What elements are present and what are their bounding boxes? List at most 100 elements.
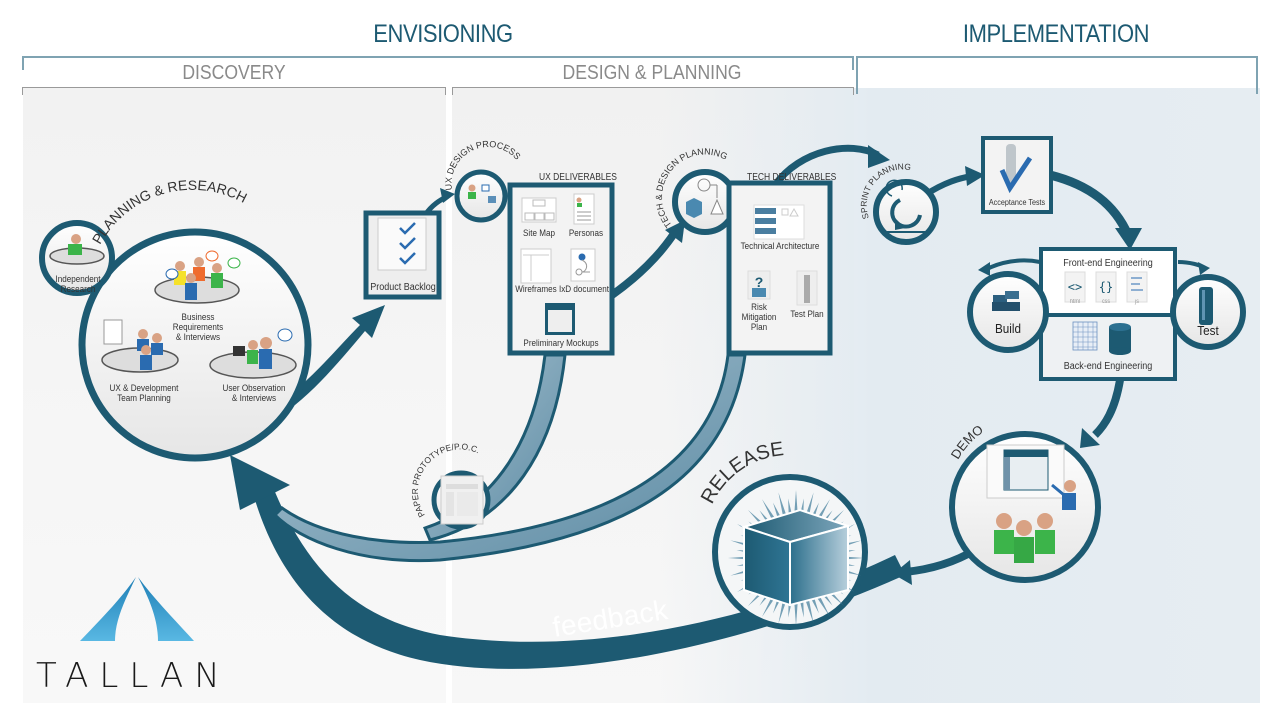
presenter-icon [1051,480,1076,510]
build-circle[interactable] [967,271,1049,353]
envisioning-title: ENVISIONING [373,20,513,48]
ixd-document-label: IxD document [559,284,609,294]
user-observation-label: User Observation & Interviews [214,383,293,403]
wireframes-icon [520,248,552,284]
html-label: html [1069,299,1081,305]
svg-text:{}: {} [1099,280,1113,294]
tech-planning-icon [686,178,724,218]
to-tech-arrow [609,229,679,299]
tech-design-circle[interactable] [672,169,738,235]
presentation-screen-icon [986,444,1065,499]
risk-mitigation-icon: ? [747,270,771,300]
planning-research-circle[interactable] [78,228,312,462]
user-observation-line1: User Observation [222,383,286,393]
css-label: css [1101,299,1111,305]
sprint-planning-circle[interactable] [873,179,939,245]
team-planning-line1: UX & Development [109,383,179,393]
implementation-bracket [856,56,1258,94]
ux-process-icon [468,184,496,203]
to-release-arrowhead [893,560,912,585]
frontend-engineering-label: Front-end Engineering [1063,258,1153,269]
user-observation-icon [209,328,297,379]
to-build-arrow [984,258,1041,272]
test-plan-icon [796,270,818,306]
business-requirements-line1: Business Requirements [172,312,224,332]
html-file-icon: <> [1064,271,1086,303]
js-file-icon [1126,271,1148,303]
svg-text:?: ? [755,274,764,290]
paper-prototype-icon [440,475,484,525]
risk-line1: Risk [751,302,767,312]
ux-return-arrow [422,353,567,542]
to-demo-arrowhead [1080,428,1100,448]
technical-architecture-label: Technical Architecture [740,241,820,251]
user-observation-line2: & Interviews [231,393,277,403]
independent-research-label: Independent Research [55,274,101,294]
to-sprint-arrowhead [868,145,890,168]
tech-return-arrow [272,353,747,563]
to-acceptance-arrowhead [965,166,985,186]
risk-line3: Plan [750,322,768,332]
tallan-logo-text: TALLAN [36,656,231,696]
discovery-title: DISCOVERY [182,62,286,84]
ixd-document-icon [570,248,596,282]
svg-text:<>: <> [1068,280,1082,294]
risk-line2: Mitigation [741,312,777,322]
team-planning-icon [101,319,179,373]
tech-deliverables-title: TECH DELIVERABLES [747,172,837,183]
build-label: Build [994,321,1022,336]
design-bracket [452,87,854,95]
ux-deliverables-title: UX DELIVERABLES [539,172,617,183]
starburst-ray [804,596,814,624]
ux-design-circle[interactable] [454,169,508,223]
server-tube-icon [1199,287,1213,325]
to-release-arrow [904,546,978,576]
preliminary-mockups-icon [545,303,575,335]
feedback-arrow [230,455,905,669]
site-map-icon [521,197,557,223]
person-head-icon [71,234,81,244]
to-engineering-arrow [1048,170,1133,237]
to-backlog-arrow [290,305,385,405]
to-build-arrowhead [978,262,990,276]
test-label: Test [1197,323,1219,338]
to-demo-arrow [1092,379,1124,438]
wireframes-label: Wireframes [515,284,557,294]
book-icon [68,244,82,255]
frontend-engineering-box[interactable] [1039,247,1177,317]
team-planning-line2: Team Planning [117,393,171,403]
to-tech-arrowhead [665,220,685,243]
design-planning-title: DESIGN & PLANNING [562,62,742,84]
business-requirements-label: Business Requirements & Interviews [157,312,240,342]
starburst-ray [794,597,798,626]
business-requirements-line2: & Interviews [175,332,221,342]
database-icon [1109,323,1131,355]
css-file-icon: {} [1095,271,1117,303]
acceptance-tests-label: Acceptance Tests [988,198,1046,207]
personas-icon [573,193,595,225]
cycle-icon [884,179,926,233]
to-test-arrowhead [1198,262,1210,275]
backend-engineering-label: Back-end Engineering [1063,361,1153,372]
team-planning-label: UX & Development Team Planning [104,383,183,403]
release-cube-icon [740,508,852,607]
test-plan-label: Test Plan [790,309,824,319]
site-map-label: Site Map [523,228,555,238]
bricks-icon [992,291,1020,311]
technical-architecture-icon [753,204,805,240]
grid-icon [1072,321,1098,351]
discovery-bracket [22,87,446,95]
product-backlog-label: Product Backlog [370,282,436,293]
to-engineering-arrowhead [1115,228,1142,250]
starburst-ray [778,492,788,520]
audience-icon [994,513,1055,563]
js-label: js [1135,299,1139,305]
test-tube-check-icon [999,144,1033,194]
business-requirements-icon [154,250,241,304]
envisioning-bracket [22,56,854,70]
implementation-title: IMPLEMENTATION [962,20,1150,48]
tallan-logo-mark [80,577,194,641]
personas-label: Personas [568,228,604,238]
checklist-icon [377,217,427,271]
